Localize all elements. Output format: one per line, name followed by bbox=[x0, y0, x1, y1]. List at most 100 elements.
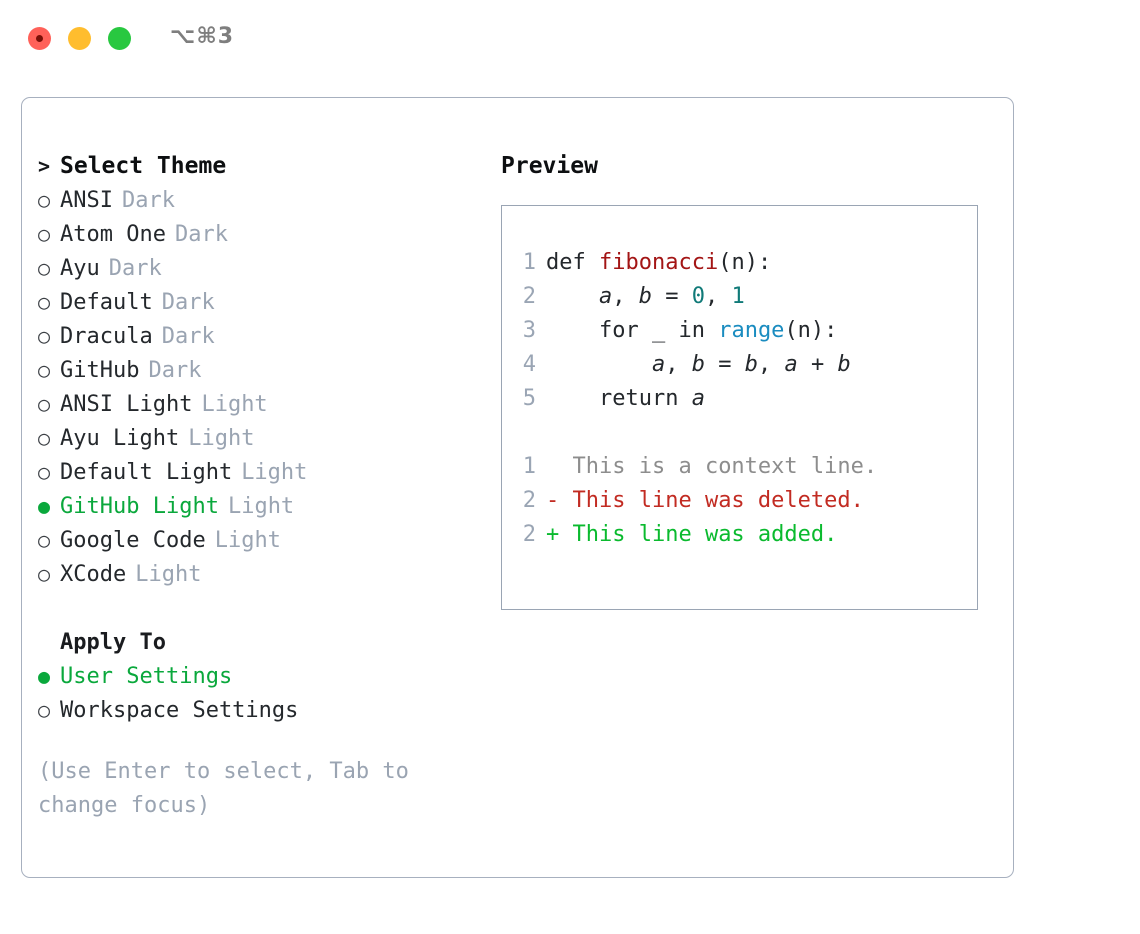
code-token: _ bbox=[651, 318, 666, 343]
radio-unselected-icon[interactable]: ○ bbox=[38, 528, 51, 552]
radio-unselected-icon[interactable]: ○ bbox=[38, 392, 51, 416]
radio-unselected-icon[interactable]: ○ bbox=[38, 460, 51, 484]
radio-unselected-icon[interactable]: ○ bbox=[38, 358, 51, 382]
keyboard-shortcut-label: ⌥⌘3 bbox=[170, 24, 235, 49]
theme-list-item[interactable]: ○ Default Light Light bbox=[38, 455, 488, 489]
diff-sign bbox=[546, 454, 559, 479]
code-token: , bbox=[704, 284, 732, 309]
code-line: 1 def fibonacci(n): bbox=[502, 246, 977, 280]
theme-name: ANSI Light bbox=[60, 392, 193, 417]
code-text: a, b = 0, 1 bbox=[546, 280, 745, 314]
theme-name: Ayu Light bbox=[60, 426, 180, 451]
theme-list-item[interactable]: ● GitHub Light Light bbox=[38, 489, 488, 523]
code-line: 4 a, b = b, a + b bbox=[502, 348, 977, 382]
diff-line: 1 This is a context line. bbox=[502, 450, 977, 484]
theme-list-item[interactable]: ○ Google Code Light bbox=[38, 523, 488, 557]
theme-list-item[interactable]: ○ ANSI Light Light bbox=[38, 387, 488, 421]
theme-variant-badge: Light bbox=[227, 494, 295, 519]
radio-selected-icon[interactable]: ● bbox=[38, 494, 51, 518]
code-token: a bbox=[598, 284, 613, 309]
theme-name: ANSI bbox=[60, 188, 113, 213]
page-title: Select Theme bbox=[60, 153, 227, 179]
code-token: (n): bbox=[718, 250, 772, 275]
code-token: 0 bbox=[691, 284, 705, 309]
select-theme-header: > Select Theme bbox=[38, 149, 488, 183]
code-token: + bbox=[797, 352, 838, 377]
apply-to-option[interactable]: ○Workspace Settings bbox=[38, 693, 488, 727]
code-token: b bbox=[837, 352, 851, 377]
radio-unselected-icon[interactable]: ○ bbox=[38, 324, 51, 348]
code-token: , bbox=[665, 352, 692, 377]
theme-variant-badge: Dark bbox=[121, 188, 175, 213]
line-number: 1 bbox=[522, 250, 536, 275]
code-token: 1 bbox=[731, 284, 745, 309]
theme-variant-badge: Dark bbox=[108, 256, 162, 281]
code-token: for bbox=[546, 318, 652, 343]
theme-name: Google Code bbox=[60, 528, 206, 553]
code-token: a bbox=[651, 352, 666, 377]
line-number: 2 bbox=[522, 488, 536, 513]
code-diff-spacer bbox=[502, 416, 977, 450]
radio-unselected-icon[interactable]: ○ bbox=[38, 222, 51, 246]
list-spacer bbox=[38, 591, 488, 625]
apply-to-options: ●User Settings○Workspace Settings bbox=[38, 659, 488, 727]
radio-unselected-icon[interactable]: ○ bbox=[38, 698, 51, 722]
diff-line: 2+ This line was added. bbox=[502, 518, 977, 552]
radio-unselected-icon[interactable]: ○ bbox=[38, 426, 51, 450]
code-token: def bbox=[546, 250, 599, 275]
theme-name: XCode bbox=[60, 562, 127, 587]
line-number: 4 bbox=[522, 352, 536, 377]
theme-name: GitHub Light bbox=[60, 494, 219, 519]
code-token: b bbox=[638, 284, 652, 309]
code-token: b bbox=[744, 352, 758, 377]
zoom-button[interactable] bbox=[108, 27, 131, 50]
code-token: fibonacci bbox=[598, 250, 719, 275]
caret-icon: > bbox=[38, 154, 51, 178]
preview-box: 1 def fibonacci(n): 2 a, b = 0, 1 3 for _ i… bbox=[501, 205, 978, 610]
theme-name: Default Light bbox=[60, 460, 233, 485]
theme-variant-badge: Dark bbox=[148, 358, 202, 383]
theme-variant-badge: Light bbox=[201, 392, 268, 417]
apply-to-option[interactable]: ●User Settings bbox=[38, 659, 488, 693]
radio-unselected-icon[interactable]: ○ bbox=[38, 256, 51, 280]
radio-selected-icon[interactable]: ● bbox=[38, 664, 51, 688]
diff-line: 2- This line was deleted. bbox=[502, 484, 977, 518]
code-token: in bbox=[665, 318, 719, 343]
minimize-button[interactable] bbox=[68, 27, 91, 50]
code-token: , bbox=[612, 284, 639, 309]
code-token: a bbox=[784, 352, 798, 377]
diff-sign: - bbox=[546, 488, 560, 513]
theme-name: Atom One bbox=[60, 222, 166, 247]
keyboard-hint: (Use Enter to select, Tab to change focu… bbox=[38, 759, 409, 818]
diff-content: This line was deleted. bbox=[559, 488, 864, 513]
diff-sign: + bbox=[546, 522, 560, 547]
radio-unselected-icon[interactable]: ○ bbox=[38, 562, 51, 586]
radio-unselected-icon[interactable]: ○ bbox=[38, 290, 51, 314]
code-token: , bbox=[757, 352, 785, 377]
apply-to-title: Apply To bbox=[60, 630, 166, 655]
theme-list-item[interactable]: ○ ANSI Dark bbox=[38, 183, 488, 217]
code-text: for _ in range(n): bbox=[546, 314, 837, 348]
theme-list-item[interactable]: ○ Default Dark bbox=[38, 285, 488, 319]
code-token: return bbox=[546, 386, 692, 411]
theme-variant-badge: Light bbox=[241, 460, 308, 485]
diff-text: - This line was deleted. bbox=[546, 484, 864, 518]
theme-name: Default bbox=[60, 290, 153, 315]
code-token: range bbox=[718, 318, 785, 343]
theme-variant-badge: Dark bbox=[161, 290, 215, 315]
line-number: 3 bbox=[522, 318, 536, 343]
radio-unselected-icon[interactable]: ○ bbox=[38, 188, 51, 212]
code-token bbox=[546, 284, 599, 309]
theme-variant-badge: Light bbox=[214, 528, 281, 553]
